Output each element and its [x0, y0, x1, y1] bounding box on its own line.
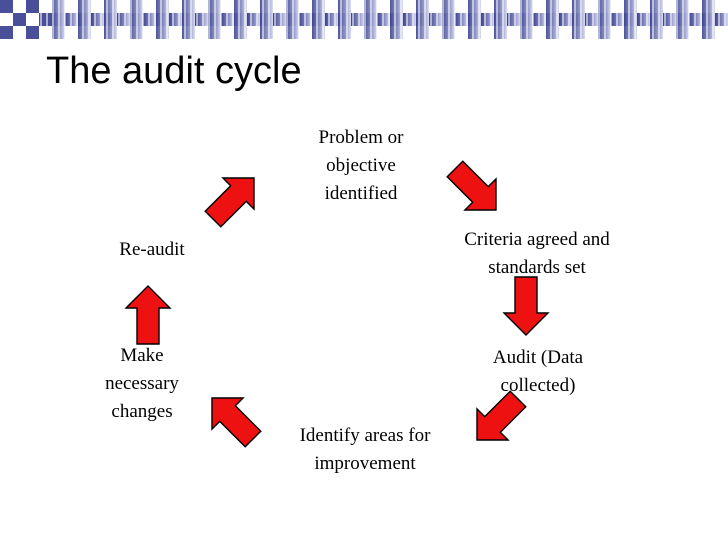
step-criteria-standards: Criteria agreed and standards set — [464, 229, 610, 278]
step-make-changes: Make necessary changes — [105, 345, 179, 422]
arrow-problem-to-criteria — [438, 152, 513, 227]
step-problem-identified: Problem or objective identified — [318, 127, 404, 204]
arrow-identify-to-changes — [195, 381, 270, 456]
arrow-audit-to-identify — [460, 382, 535, 457]
arrow-changes-to-reaudit — [125, 285, 171, 345]
slide-title: The audit cycle — [46, 50, 302, 92]
step-re-audit: Re-audit — [119, 239, 185, 260]
step-audit-data-collected: Audit (Data collected) — [492, 347, 584, 396]
arrow-reaudit-to-problem — [196, 161, 271, 236]
arrow-criteria-to-audit — [503, 276, 549, 336]
step-identify-improvement: Identify areas for improvement — [299, 425, 431, 474]
header-checker-band — [0, 0, 728, 39]
